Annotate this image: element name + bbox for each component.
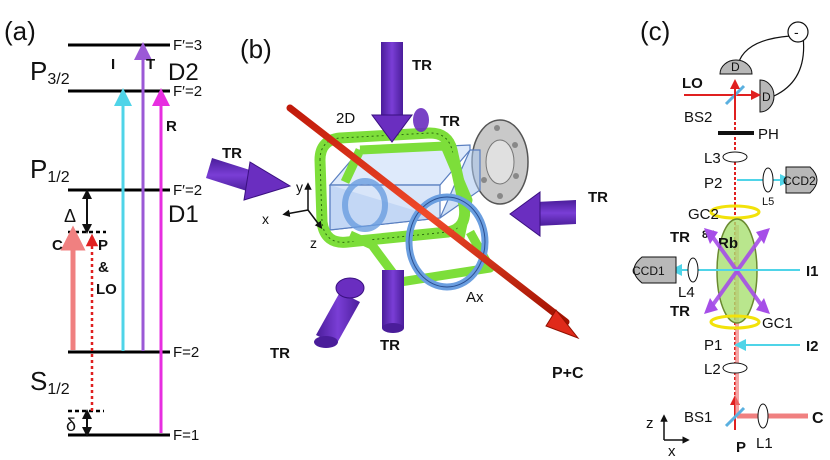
- tr-arrow-right: [509, 191, 576, 237]
- label-gc1: GC1: [762, 315, 793, 332]
- lens-l5: [762, 167, 774, 193]
- label-beam-lo: LO: [96, 281, 117, 298]
- label-bs1: BS1: [684, 409, 712, 426]
- label-minus: -: [794, 24, 799, 40]
- label-gc2: GC2: [688, 206, 719, 223]
- label-i2: I2: [806, 338, 819, 355]
- label-ccd2: CCD2: [783, 174, 816, 188]
- label-tr-right: TR: [588, 189, 608, 206]
- label-tr-top-right: TR: [440, 113, 460, 130]
- panel-a-label: (a): [4, 16, 36, 46]
- label-beam-p: P: [98, 237, 108, 254]
- detector-d-right: [759, 79, 775, 113]
- tr-arrow-top: [371, 42, 413, 143]
- label-p-bottom: P: [736, 439, 746, 456]
- axes-c: [660, 414, 690, 444]
- label-detector-right: D: [762, 90, 771, 104]
- guiding-coil-gc1: [709, 314, 761, 330]
- label-f2-prime-lower: F′=2: [173, 182, 202, 199]
- label-amp: &: [98, 259, 109, 276]
- label-c: C: [812, 410, 824, 427]
- beam-pc: [286, 104, 580, 340]
- label-l3: L3: [704, 150, 721, 167]
- panel-b: (b): [206, 34, 608, 382]
- label-detector-top: D: [731, 60, 740, 74]
- label-beam-t: T: [146, 56, 155, 73]
- label-beam-pc: P+C: [552, 365, 584, 382]
- label-f2: F=2: [173, 344, 199, 361]
- label-detuning-lower: δ: [66, 415, 76, 435]
- label-beam-r: R: [166, 118, 177, 135]
- label-l4: L4: [678, 284, 695, 301]
- label-bs2: BS2: [684, 109, 712, 126]
- label-rb: Rb: [718, 235, 738, 252]
- label-i1: I1: [806, 263, 819, 280]
- lens-l2: [722, 362, 748, 374]
- axis-c-x: x: [668, 443, 676, 460]
- label-f2-prime-upper: F′=2: [173, 83, 202, 100]
- label-tr-bottom-left: TR: [270, 345, 290, 362]
- camera-ccd2: [785, 166, 818, 194]
- label-tr-bottom: TR: [380, 337, 400, 354]
- state-p32: P3/2: [30, 56, 70, 88]
- label-tr-left: TR: [222, 145, 242, 162]
- camera-ccd1: [633, 256, 677, 284]
- tr-arrow-bottom: [382, 270, 404, 333]
- panel-c: (c) - D D LO BS2 C BS1: [632, 16, 824, 460]
- axis-b-z: z: [310, 235, 317, 251]
- guiding-coil-gc2: [709, 204, 761, 220]
- lens-l4: [687, 257, 699, 283]
- axial-coils: [342, 108, 489, 291]
- label-tr-bottom-c: TR: [670, 303, 690, 320]
- state-s12: S1/2: [30, 366, 70, 398]
- panel-c-label: (c): [640, 16, 670, 46]
- label-l1: L1: [756, 435, 773, 452]
- lens-l3: [722, 151, 748, 163]
- label-l2: L2: [704, 361, 721, 378]
- detector-d-top: [719, 59, 753, 75]
- label-detuning-upper: Δ: [64, 206, 76, 226]
- label-coil-2d: 2D: [336, 110, 355, 127]
- label-d2: D2: [168, 59, 199, 86]
- state-p12: P1/2: [30, 154, 70, 186]
- pinhole-ph: [718, 131, 754, 135]
- label-f1: F=1: [173, 427, 199, 444]
- label-ph: PH: [758, 126, 779, 143]
- minus-circle: [787, 21, 809, 43]
- label-beam-c: C: [52, 237, 63, 254]
- label-l5: L5: [762, 196, 774, 208]
- tr-arrow-left: [206, 158, 292, 201]
- axis-b-x: x: [262, 211, 269, 227]
- axes-b: [282, 182, 323, 229]
- axis-c-z: z: [646, 415, 654, 432]
- label-tr-top: TR: [412, 57, 432, 74]
- label-coil-ax: Ax: [466, 289, 484, 306]
- label-tr-top-c: TR: [670, 229, 690, 246]
- label-lo: LO: [682, 75, 703, 92]
- axis-b-y: y: [296, 179, 303, 195]
- tr-arrow-bottom-left: [314, 277, 365, 348]
- label-d1: D1: [168, 201, 199, 228]
- label-beam-i: I: [111, 56, 115, 73]
- lens-l1: [757, 403, 769, 429]
- label-ccd1: CCD1: [632, 264, 665, 278]
- panel-a: (a) F′=3 F′=2 F′=2 F=2 F=1 P3/2 P1/2 S1/…: [4, 16, 202, 444]
- vacuum-flange: [471, 119, 529, 205]
- panel-b-label: (b): [240, 34, 272, 64]
- beamsplitter-bs1: [724, 406, 746, 428]
- label-p2: P2: [704, 175, 722, 192]
- label-p1: P1: [704, 337, 722, 354]
- label-f3-prime: F′=3: [173, 37, 202, 54]
